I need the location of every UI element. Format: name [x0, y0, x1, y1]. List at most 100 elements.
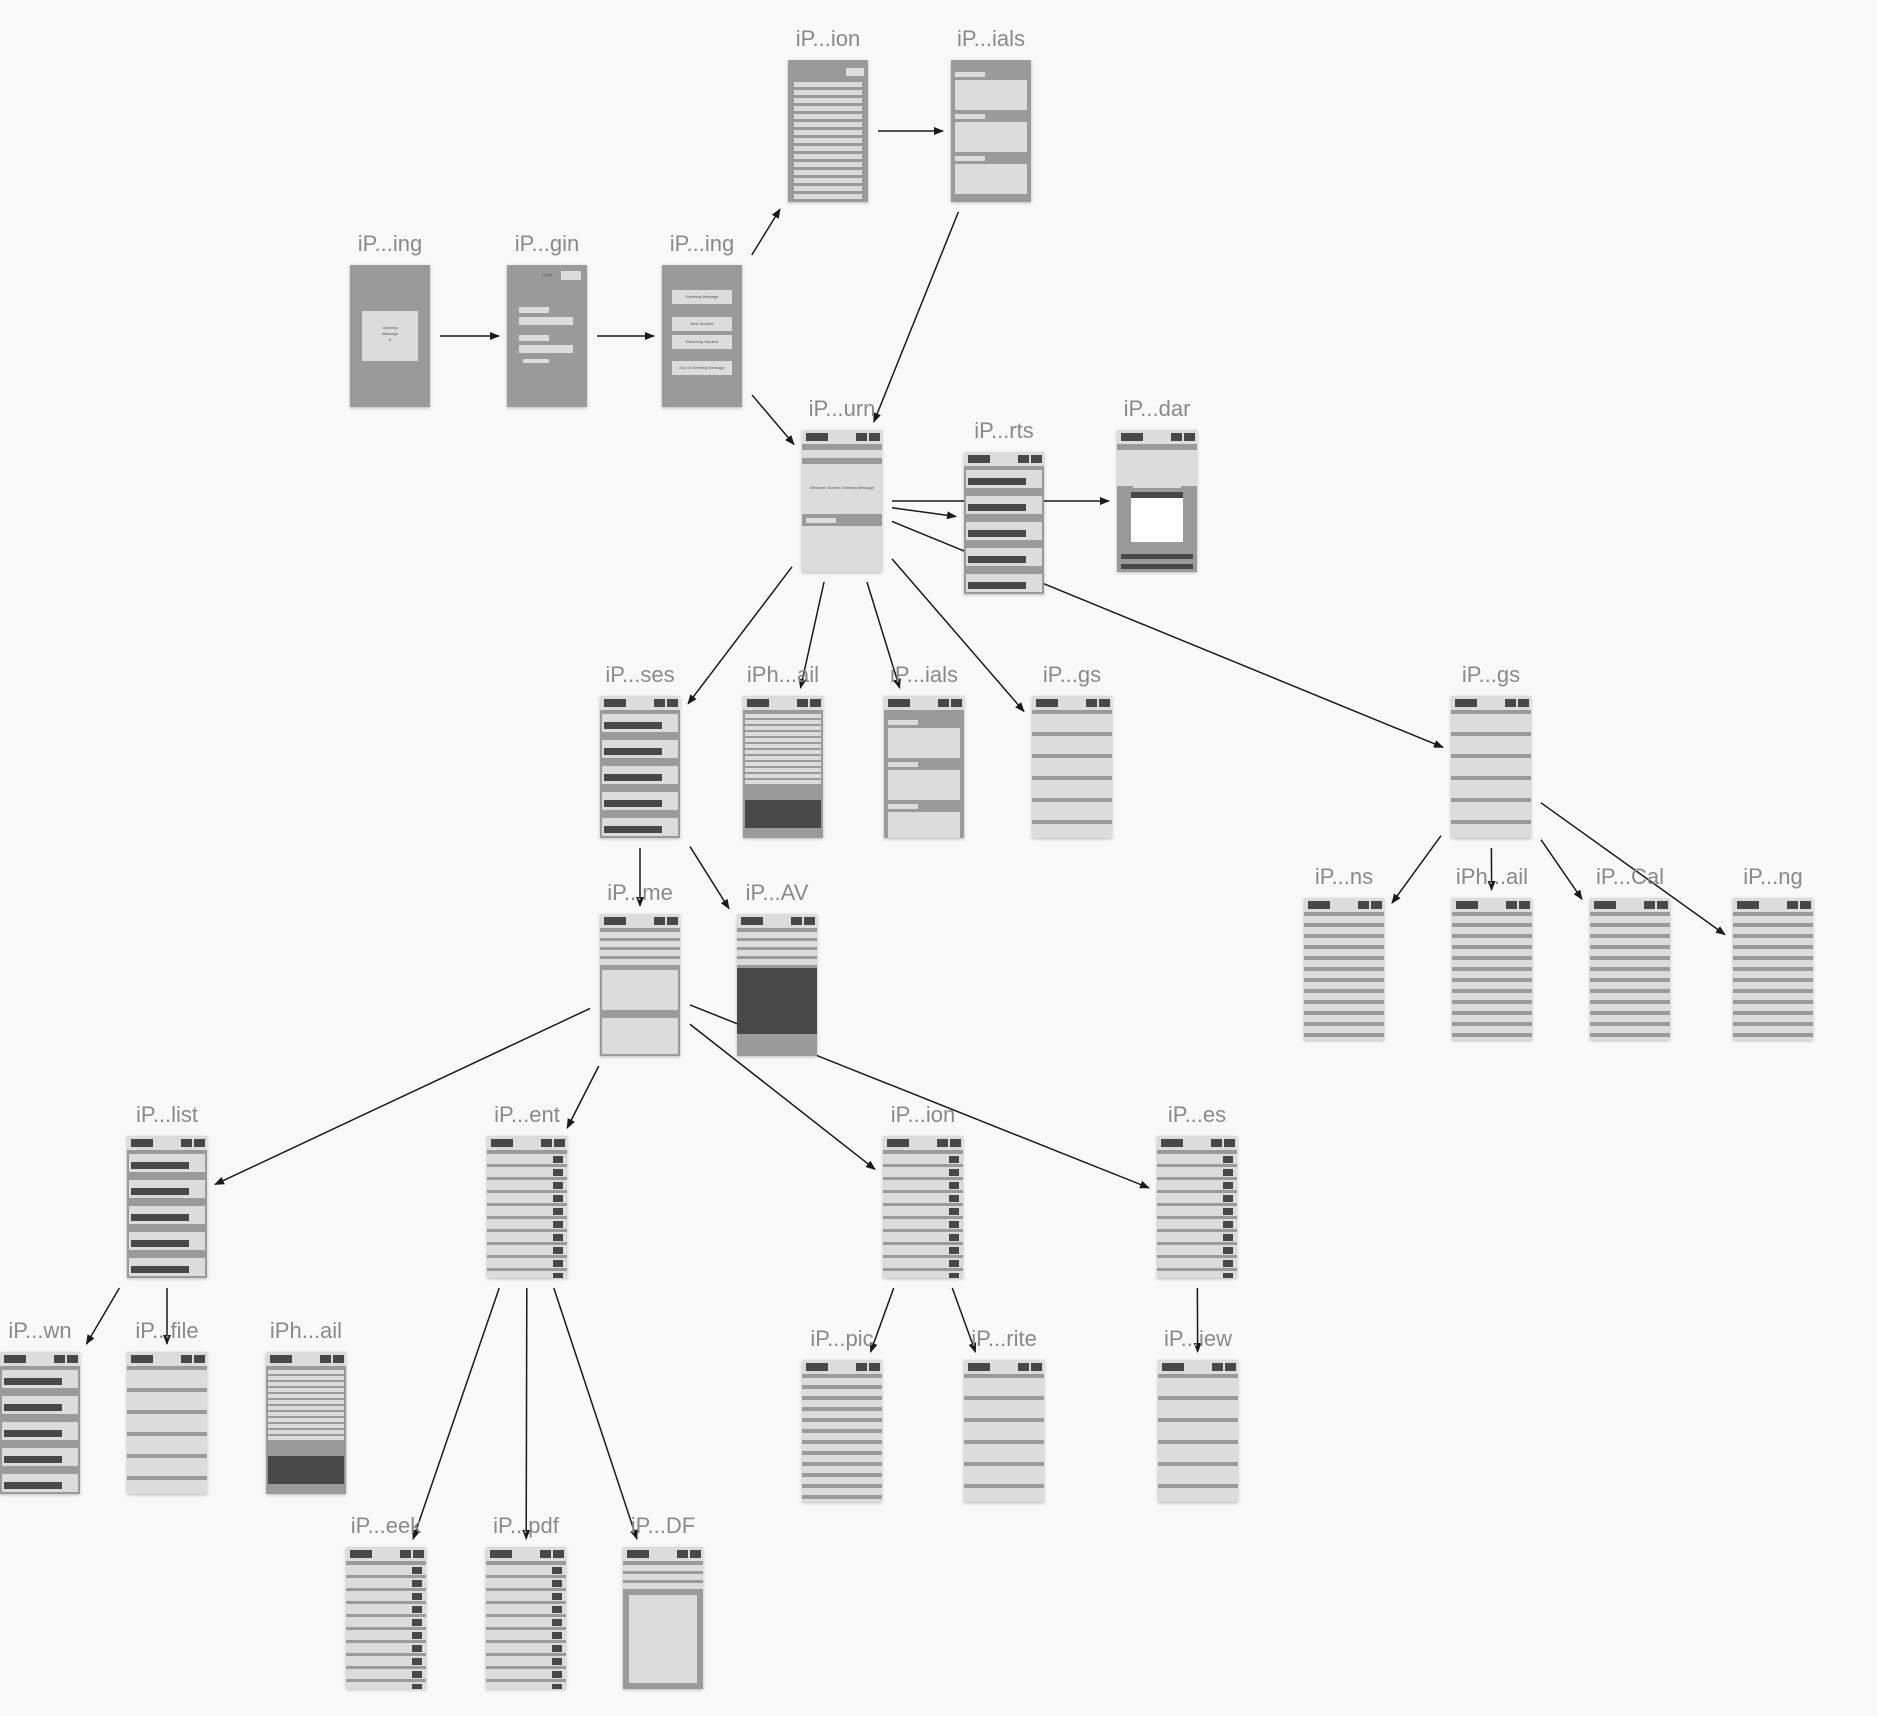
nav-button	[1184, 433, 1195, 441]
item-bar	[604, 722, 662, 729]
row-checkbox	[949, 1195, 959, 1202]
row-checkbox	[412, 1606, 422, 1613]
logo-block	[806, 1363, 828, 1371]
event-row	[1121, 554, 1193, 559]
row-checkbox	[949, 1273, 959, 1278]
nav-button	[950, 1139, 961, 1147]
welcome-panel	[802, 464, 882, 514]
screen-thumbnail[interactable]	[266, 1352, 346, 1494]
screen-thumbnail[interactable]	[951, 60, 1031, 202]
field-label	[519, 307, 549, 313]
nav-row	[737, 932, 817, 938]
row-checkbox	[553, 1182, 563, 1189]
screen-thumbnail[interactable]	[1157, 1136, 1237, 1278]
screen-thumbnail[interactable]	[487, 1136, 567, 1278]
nav-button	[553, 1550, 564, 1558]
screen-thumbnail[interactable]	[486, 1547, 566, 1689]
content-panel	[888, 770, 960, 800]
logo-block	[1121, 433, 1143, 441]
bottom-row	[964, 1492, 1044, 1502]
thumb-text: Login	[542, 272, 552, 277]
nav-row	[737, 941, 817, 947]
form-row	[794, 114, 862, 119]
panel-label	[888, 720, 918, 725]
screen-thumbnail[interactable]: Login	[507, 265, 587, 407]
list-row	[268, 1388, 344, 1392]
screen-label: iP...dar	[1123, 396, 1191, 421]
screen-thumbnail[interactable]	[964, 1360, 1044, 1502]
screen-thumbnail[interactable]	[1590, 898, 1670, 1040]
screen-thumbnail[interactable]	[1452, 898, 1532, 1040]
row-checkbox	[553, 1221, 563, 1228]
screen-thumbnail[interactable]	[0, 1352, 80, 1494]
item-bar	[131, 1266, 189, 1273]
item-bar	[604, 774, 662, 781]
menu-option	[672, 290, 732, 304]
checklist-row	[346, 1682, 426, 1689]
row-checkbox	[552, 1567, 562, 1574]
screen-thumbnail[interactable]	[964, 452, 1044, 594]
row	[802, 1499, 882, 1502]
screen-thumbnail[interactable]	[743, 696, 823, 838]
row	[1733, 916, 1813, 923]
menu-option	[672, 361, 732, 375]
screen-label: iP...es	[1167, 1102, 1227, 1127]
screen-thumbnail[interactable]	[1117, 430, 1197, 572]
screen-thumbnail[interactable]	[1158, 1360, 1238, 1502]
row-checkbox	[412, 1658, 422, 1665]
row-checkbox	[412, 1619, 422, 1626]
row	[1733, 938, 1813, 945]
nav-button	[1519, 901, 1530, 909]
screen-thumbnail[interactable]	[883, 1136, 963, 1278]
username-field	[519, 317, 573, 325]
row	[1733, 949, 1813, 956]
item-bar	[604, 826, 662, 833]
nav-button	[810, 699, 821, 707]
nav-button	[938, 699, 949, 707]
nav-button	[1031, 455, 1042, 463]
row	[802, 1400, 882, 1407]
checklist-row	[883, 1219, 963, 1229]
logo-block	[490, 1550, 512, 1558]
screen-thumbnail[interactable]: Welcome Screen Greeting Message	[802, 430, 882, 572]
screen-label: iP...eek	[350, 1513, 422, 1538]
checklist-row	[487, 1180, 567, 1190]
settings-row	[1451, 736, 1531, 754]
screen-thumbnail[interactable]	[127, 1352, 207, 1494]
row-checkbox	[553, 1247, 563, 1254]
screen-thumbnail[interactable]	[1032, 696, 1112, 838]
settings-row	[1032, 780, 1112, 798]
screen-thumbnail[interactable]	[737, 914, 817, 1056]
screen-thumbnail[interactable]	[884, 696, 964, 838]
row	[802, 1444, 882, 1451]
screen-thumbnail[interactable]	[127, 1136, 207, 1278]
form-row	[794, 146, 862, 151]
screen-thumbnail[interactable]	[1733, 898, 1813, 1040]
nav-button	[937, 1139, 948, 1147]
screen-thumbnail[interactable]	[1304, 898, 1384, 1040]
pdf-viewer	[629, 1595, 697, 1683]
list-row	[745, 732, 821, 736]
row	[1304, 993, 1384, 1000]
checklist-row	[486, 1682, 566, 1689]
screen-thumbnail[interactable]	[623, 1547, 703, 1689]
screen-thumbnail[interactable]	[802, 1360, 882, 1502]
content-panel	[955, 164, 1027, 194]
list-row	[268, 1394, 344, 1398]
list-row	[745, 768, 821, 772]
row-checkbox	[412, 1593, 422, 1600]
screen-thumbnail[interactable]	[1451, 696, 1531, 838]
checklist-row	[1157, 1193, 1237, 1203]
item-bar	[131, 1188, 189, 1195]
screen-thumbnail[interactable]	[788, 60, 868, 202]
screen-thumbnail[interactable]	[600, 696, 680, 838]
screen-thumbnail[interactable]	[600, 914, 680, 1056]
row-checkbox	[552, 1684, 562, 1689]
nav-button	[540, 1550, 551, 1558]
screen-thumbnail[interactable]	[346, 1547, 426, 1689]
row	[1452, 949, 1532, 956]
logo-block	[604, 917, 626, 925]
list-row	[268, 1436, 344, 1440]
